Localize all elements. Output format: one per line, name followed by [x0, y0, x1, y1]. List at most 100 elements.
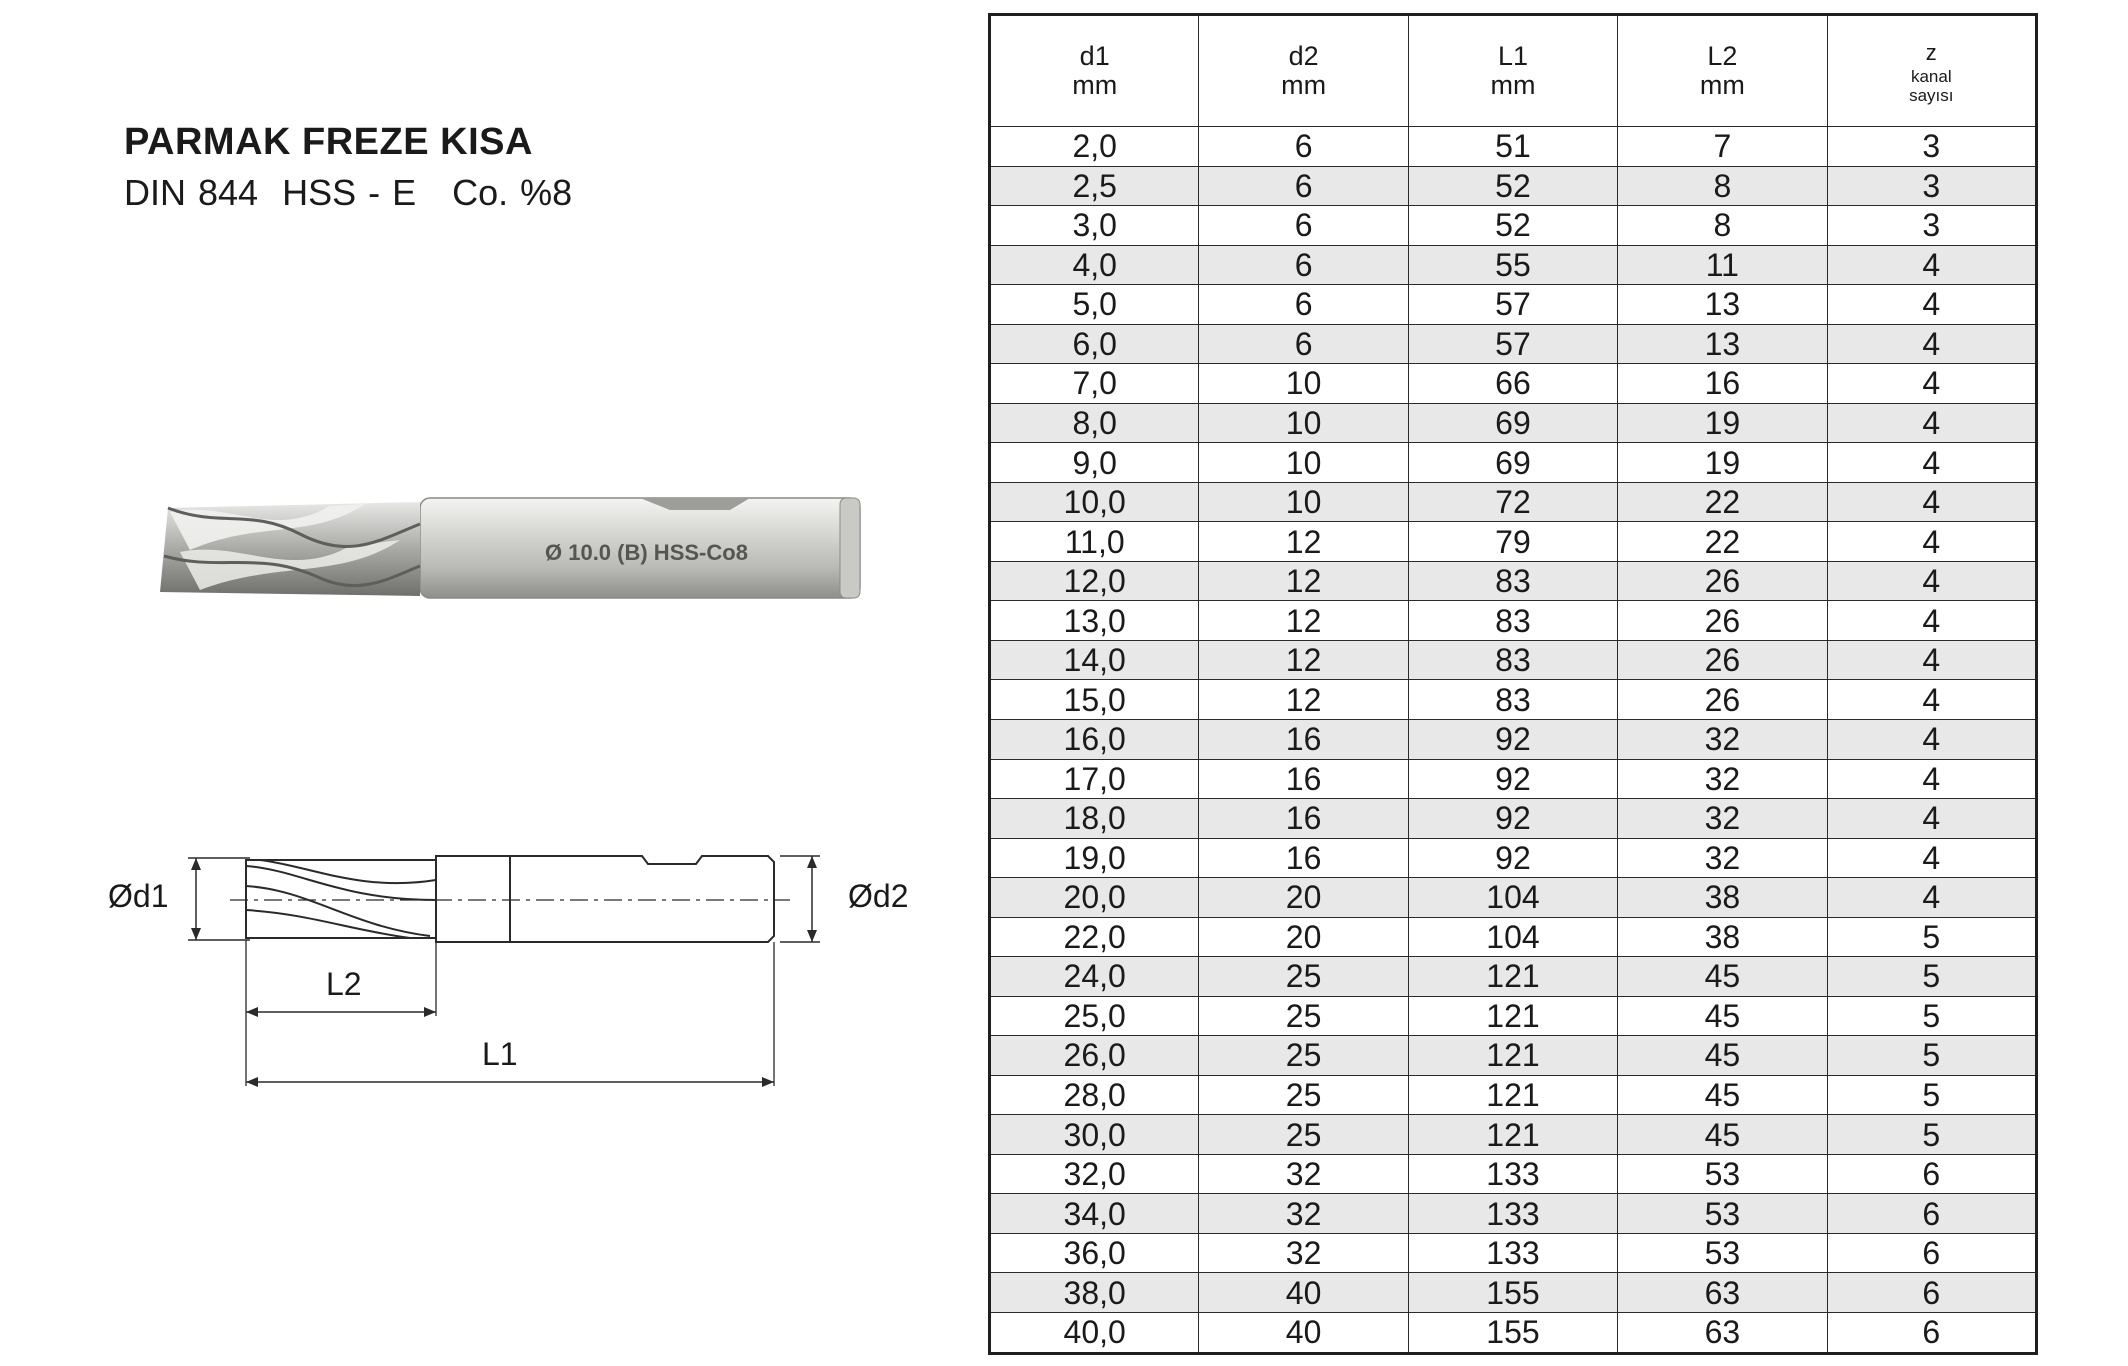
- cell-d2: 6: [1198, 165, 1409, 207]
- cell-d2: 10: [1198, 363, 1409, 404]
- cell-L1: 133: [1407, 1193, 1619, 1234]
- spec-table: d1 mm d2 mm L1 mm L2 mm z kanal sayısı 2…: [988, 13, 2038, 1355]
- technical-drawing: [188, 855, 820, 1087]
- cell-d1: 13,0: [988, 600, 1200, 641]
- cell-L1: 121: [1407, 956, 1619, 997]
- cell-z: 4: [1826, 758, 2038, 800]
- cell-L2: 45: [1617, 1114, 1828, 1155]
- cell-d1: 15,0: [988, 679, 1200, 720]
- cell-d2: 10: [1198, 481, 1409, 523]
- cell-L1: 133: [1407, 1153, 1619, 1195]
- cell-L2: 45: [1617, 1074, 1828, 1116]
- cell-L1: 104: [1407, 877, 1619, 918]
- cell-d1: 18,0: [988, 798, 1200, 839]
- header-unit: kanal: [1910, 67, 1952, 86]
- cell-L1: 57: [1407, 284, 1619, 325]
- cell-z: 5: [1826, 1114, 2038, 1155]
- cell-d2: 20: [1198, 877, 1409, 918]
- cell-z: 4: [1826, 363, 2038, 404]
- cell-L2: 22: [1617, 521, 1828, 562]
- cell-L2: 38: [1617, 877, 1828, 918]
- cell-d1: 36,0: [988, 1232, 1200, 1274]
- cell-d1: 38,0: [988, 1272, 1200, 1313]
- cell-d2: 20: [1198, 916, 1409, 958]
- cell-z: 4: [1826, 837, 2038, 879]
- cell-d1: 22,0: [988, 916, 1200, 958]
- cell-L1: 52: [1407, 165, 1619, 207]
- cell-L1: 52: [1407, 205, 1619, 246]
- cell-d2: 16: [1198, 837, 1409, 879]
- cell-d1: 2,0: [988, 126, 1200, 167]
- cell-z: 6: [1826, 1311, 2038, 1355]
- cell-d1: 17,0: [988, 758, 1200, 800]
- cell-d2: 16: [1198, 758, 1409, 800]
- cell-z: 4: [1826, 481, 2038, 523]
- cell-d2: 12: [1198, 639, 1409, 681]
- header-unit: mm: [1699, 70, 1745, 100]
- cell-L2: 63: [1617, 1311, 1828, 1355]
- cell-L2: 26: [1617, 560, 1828, 602]
- header-unit: mm: [1072, 70, 1118, 100]
- cell-L2: 32: [1617, 758, 1828, 800]
- cell-z: 4: [1826, 639, 2038, 681]
- cell-z: 4: [1826, 521, 2038, 562]
- cell-d2: 16: [1198, 718, 1409, 760]
- cell-d1: 14,0: [988, 639, 1200, 681]
- cell-L1: 79: [1407, 521, 1619, 562]
- cell-z: 4: [1826, 877, 2038, 918]
- cell-z: 5: [1826, 1074, 2038, 1116]
- cell-d1: 2,5: [988, 165, 1200, 207]
- cell-L2: 32: [1617, 798, 1828, 839]
- cell-d1: 34,0: [988, 1193, 1200, 1234]
- product-title: PARMAK FREZE KISA: [124, 121, 533, 163]
- cell-L2: 53: [1617, 1232, 1828, 1274]
- cell-z: 6: [1826, 1272, 2038, 1313]
- cell-z: 4: [1826, 244, 2038, 286]
- header-L1: L1 mm: [1407, 14, 1619, 127]
- cell-L1: 51: [1407, 126, 1619, 167]
- cell-z: 4: [1826, 718, 2038, 760]
- cell-d1: 11,0: [988, 521, 1200, 562]
- L1-dimension-label: L1: [482, 1036, 518, 1072]
- cell-L2: 13: [1617, 284, 1828, 325]
- cell-L2: 45: [1617, 995, 1828, 1037]
- cell-d1: 8,0: [988, 402, 1200, 444]
- table-header-row: d1 mm d2 mm L1 mm L2 mm z kanal sayısı: [988, 14, 2038, 127]
- cell-L1: 155: [1407, 1311, 1619, 1355]
- cell-L1: 55: [1407, 244, 1619, 286]
- cell-d2: 10: [1198, 402, 1409, 444]
- header-label: d1: [1079, 41, 1110, 71]
- cell-L1: 155: [1407, 1272, 1619, 1313]
- cell-d2: 32: [1198, 1232, 1409, 1274]
- cell-d1: 3,0: [988, 205, 1200, 246]
- cell-d1: 40,0: [988, 1311, 1200, 1355]
- cell-d2: 32: [1198, 1193, 1409, 1234]
- header-unit: mm: [1281, 70, 1327, 100]
- cell-d1: 26,0: [988, 1035, 1200, 1076]
- cell-d1: 16,0: [988, 718, 1200, 760]
- cell-d2: 40: [1198, 1311, 1409, 1355]
- d2-dimension-label: Ød2: [848, 878, 909, 914]
- cell-z: 3: [1826, 205, 2038, 246]
